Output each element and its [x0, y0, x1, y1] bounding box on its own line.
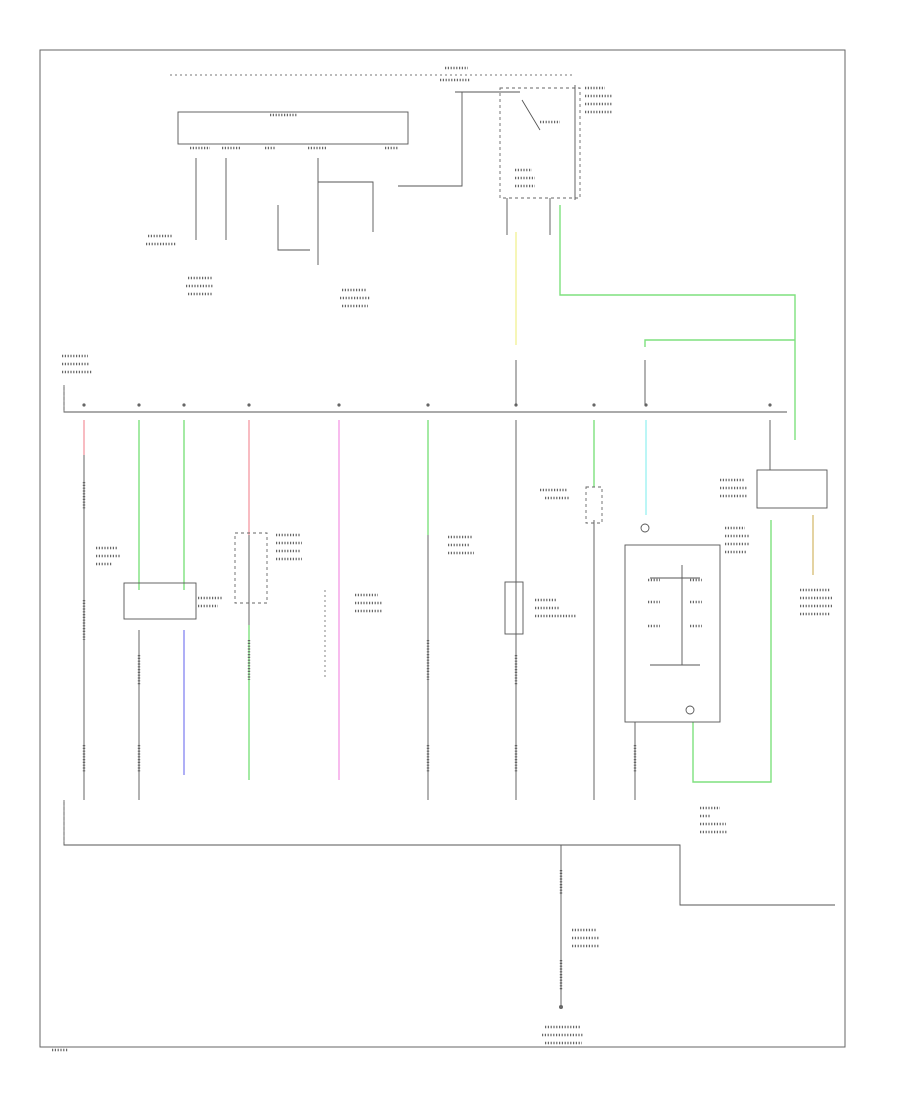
module-box — [624, 544, 721, 723]
fuse-feed-wires — [195, 158, 227, 240]
component-text-blocks — [96, 478, 832, 628]
component-boxes — [123, 469, 828, 723]
ignition-feed-wire — [398, 92, 463, 187]
sensor-box — [756, 469, 828, 509]
bus-feed-stubs — [515, 360, 646, 405]
green-short-wire — [644, 339, 795, 347]
fuse-branch-wires — [317, 158, 374, 265]
module-terminal-top — [640, 523, 650, 533]
component-box-c — [504, 581, 524, 635]
component-box-a — [123, 582, 197, 620]
top-power-section — [146, 66, 612, 308]
ground-text-blocks — [52, 806, 728, 1052]
green-relay-wire — [559, 205, 796, 440]
relay-switch-contacts — [455, 91, 541, 131]
ground-right-run — [660, 844, 835, 906]
bus-line — [63, 385, 787, 413]
green-return-wire — [692, 520, 772, 783]
relay-dashed-enclosure — [499, 87, 581, 199]
fuse-loop-wire — [277, 205, 310, 251]
module-internal-lines — [650, 565, 700, 666]
diagram-border — [39, 49, 846, 1048]
colored-wires — [83, 205, 814, 783]
top-fuse-block — [177, 111, 409, 145]
wire-segment-markers — [82, 482, 637, 990]
ground-bus — [63, 800, 660, 846]
lower-branch-wires — [83, 420, 771, 800]
component-box-d — [585, 486, 603, 524]
bus-pins — [82, 403, 772, 407]
top-text-blocks — [146, 66, 612, 308]
ground-point — [559, 1005, 563, 1009]
component-box-b — [234, 532, 268, 604]
bus-header-text — [62, 354, 92, 374]
module-terminal-bottom — [685, 705, 695, 715]
connector-bus — [62, 354, 787, 413]
ground-section — [52, 800, 835, 1052]
